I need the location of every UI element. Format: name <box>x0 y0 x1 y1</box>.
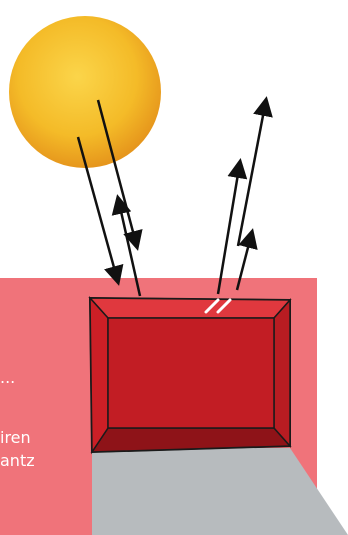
glass-box-icon <box>88 296 292 455</box>
outgoing-radiation-arrows <box>216 96 273 295</box>
outgoing-arrow-2 <box>235 228 258 291</box>
incoming-arrow-1 <box>76 136 124 286</box>
floor-surface <box>92 448 348 535</box>
reflected-arrow <box>111 194 142 297</box>
outgoing-arrow-1 <box>216 158 248 295</box>
incoming-radiation-arrows <box>76 99 143 297</box>
outgoing-arrow-3 <box>236 96 273 247</box>
sun-icon <box>9 16 161 168</box>
incoming-arrow-2 <box>96 99 143 251</box>
